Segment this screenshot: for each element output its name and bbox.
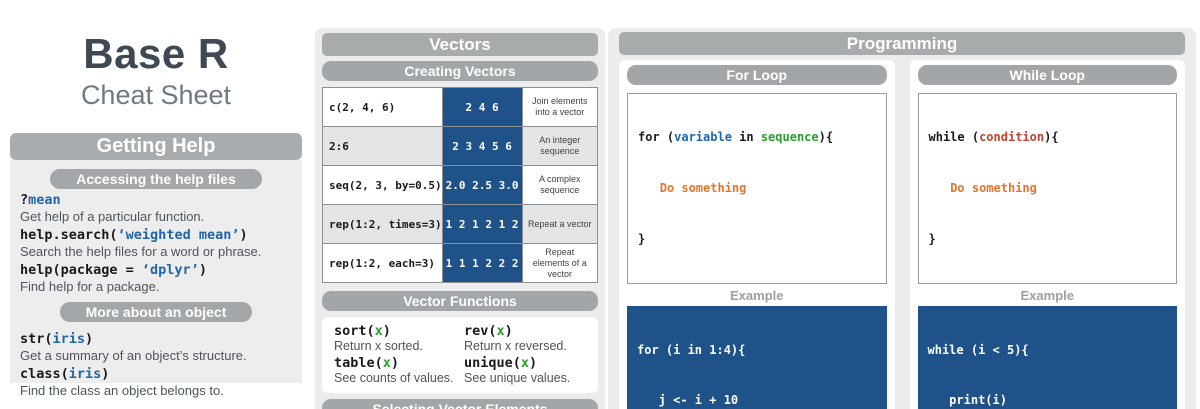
desc-unique: See unique values. xyxy=(464,371,571,385)
vector-code-cell: seq(2, 3, by=0.5) xyxy=(322,165,443,205)
title-block: Base R Cheat Sheet xyxy=(10,30,302,111)
desc-str-iris: Get a summary of an object’s structure. xyxy=(20,348,247,363)
code-table: table(x) xyxy=(334,355,400,371)
vector-desc-cell: Repeat a vector xyxy=(521,204,598,244)
code-line: } xyxy=(638,232,646,246)
vector-desc-cell: Join elements into a vector xyxy=(521,87,598,127)
for-loop-card: For Loop for (variable in sequence){ Do … xyxy=(619,60,895,409)
page-subtitle: Cheat Sheet xyxy=(80,80,232,110)
code-line: while (condition){ xyxy=(928,130,1059,144)
subheader-more-about-object: More about an object xyxy=(59,302,253,322)
vector-code-cell: rep(1:2, times=3) xyxy=(322,204,443,244)
desc-help-mean: Get help of a particular function. xyxy=(20,209,205,224)
desc-help-package: Find help for a package. xyxy=(20,279,160,294)
vector-code-cell: rep(1:2, each=3) xyxy=(322,243,443,283)
vector-result-cell: 2 4 6 xyxy=(441,87,523,127)
code-line: j <- i + 10 xyxy=(637,393,739,407)
programming-section: Programming For Loop for (variable in se… xyxy=(608,28,1196,409)
subheader-vector-functions: Vector Functions xyxy=(322,291,598,311)
subheader-accessing-help-files: Accessing the help files xyxy=(50,169,262,189)
desc-help-search: Search the help files for a word or phra… xyxy=(20,244,262,259)
code-line: for (i in 1:4){ xyxy=(637,343,746,357)
left-column: Base R Cheat Sheet Getting Help Accessin… xyxy=(10,0,302,409)
subheader-selecting-vector-elements: Selecting Vector Elements xyxy=(322,399,598,409)
code-rev: rev(x) xyxy=(464,323,513,339)
subheader-for-loop: For Loop xyxy=(627,65,887,85)
vector-functions-card: sort(x) Return x sorted. rev(x) Return x… xyxy=(322,317,598,393)
table-row: rep(1:2, times=3) 1 2 1 2 1 2 Repeat a v… xyxy=(322,204,598,244)
code-line: Do something xyxy=(659,181,747,195)
code-str-iris: str(iris) xyxy=(20,331,94,347)
code-help-mean: ?mean xyxy=(20,192,61,208)
subheader-while-loop: While Loop xyxy=(917,65,1177,85)
vector-desc-cell: Repeat elements of a vector xyxy=(521,243,598,283)
code-sort: sort(x) xyxy=(334,323,391,339)
getting-help-header: Getting Help xyxy=(10,133,302,160)
table-row: seq(2, 3, by=0.5) 2.0 2.5 3.0 A complex … xyxy=(322,165,598,205)
vector-result-cell: 2 3 4 5 6 xyxy=(441,126,523,166)
page-title: Base R xyxy=(83,30,229,77)
for-loop-example: for (i in 1:4){ j <- i + 10 print(j) } xyxy=(627,306,887,409)
vector-code-cell: c(2, 4, 6) xyxy=(322,87,443,127)
vectors-header: Vectors xyxy=(322,33,598,56)
vector-desc-cell: An integer sequence xyxy=(521,126,598,166)
code-line: for (variable in sequence){ xyxy=(638,130,834,144)
desc-class-iris: Find the class an object belongs to. xyxy=(20,383,224,398)
vf-entry: sort(x) Return x sorted. xyxy=(334,323,456,353)
vector-result-cell: 2.0 2.5 3.0 xyxy=(441,165,523,205)
while-loop-card: While Loop while (condition){ Do somethi… xyxy=(909,60,1185,409)
for-loop-syntax: for (variable in sequence){ Do something… xyxy=(627,93,887,284)
code-help-search: help.search(‘weighted mean’) xyxy=(20,227,248,243)
vf-entry: unique(x) See unique values. xyxy=(464,355,586,385)
code-line: } xyxy=(928,232,936,246)
code-line: Do something xyxy=(950,181,1037,195)
while-loop-example: while (i < 5){ print(i) i <- i + 1 } xyxy=(917,306,1177,409)
vf-entry: table(x) See counts of values. xyxy=(334,355,456,385)
creating-vectors-table: c(2, 4, 6) 2 4 6 Join elements into a ve… xyxy=(322,87,598,283)
table-row: c(2, 4, 6) 2 4 6 Join elements into a ve… xyxy=(322,87,598,127)
table-row: 2:6 2 3 4 5 6 An integer sequence xyxy=(322,126,598,166)
example-label: Example xyxy=(730,288,784,303)
programming-header: Programming xyxy=(619,32,1185,55)
code-unique: unique(x) xyxy=(464,355,538,371)
vector-result-cell: 1 2 1 2 1 2 xyxy=(441,204,523,244)
code-line: print(i) xyxy=(927,393,1007,407)
desc-table: See counts of values. xyxy=(334,371,454,385)
desc-rev: Return x reversed. xyxy=(464,339,567,353)
desc-sort: Return x sorted. xyxy=(334,339,423,353)
subheader-creating-vectors: Creating Vectors xyxy=(322,61,598,81)
vectors-section: Vectors Creating Vectors c(2, 4, 6) 2 4 … xyxy=(315,28,605,409)
vf-entry: rev(x) Return x reversed. xyxy=(464,323,586,353)
while-loop-syntax: while (condition){ Do something } xyxy=(917,93,1177,284)
table-row: rep(1:2, each=3) 1 1 1 2 2 2 Repeat elem… xyxy=(322,243,598,283)
vector-desc-cell: A complex sequence xyxy=(521,165,598,205)
code-class-iris: class(iris) xyxy=(20,366,110,382)
code-help-package: help(package = ‘dplyr’) xyxy=(20,262,207,278)
getting-help-panel: Accessing the help files ?mean Get help … xyxy=(10,160,302,398)
vector-result-cell: 1 1 1 2 2 2 xyxy=(441,243,523,283)
code-line: while (i < 5){ xyxy=(927,343,1029,357)
vector-code-cell: 2:6 xyxy=(322,126,443,166)
example-label: Example xyxy=(1020,288,1074,303)
